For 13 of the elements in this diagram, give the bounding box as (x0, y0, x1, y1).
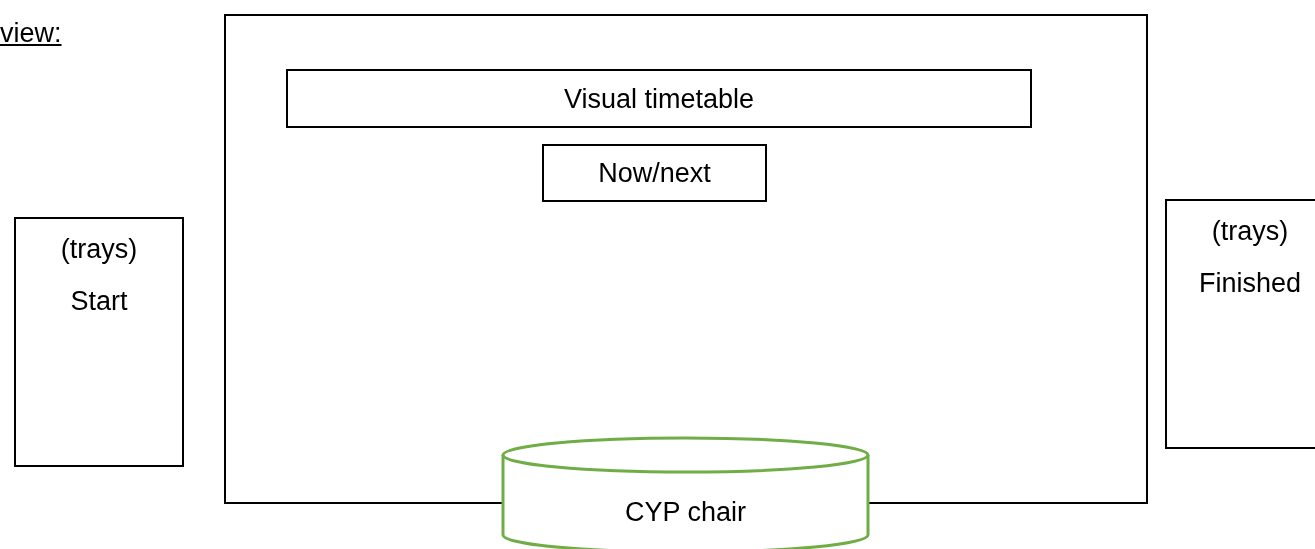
now-next-box (542, 144, 767, 202)
tray-box (14, 217, 184, 467)
timetable-box (286, 69, 1032, 128)
chair-cylinder (502, 438, 869, 549)
tray-box (1165, 199, 1315, 449)
box-label: Finished (1198, 267, 1302, 299)
box-label: Start (70, 285, 128, 317)
box-label: Visual timetable (563, 82, 755, 115)
box-label: Now/next (598, 157, 711, 189)
box-label: (trays) (60, 233, 138, 265)
heading-text: view: (0, 18, 62, 49)
box-label: (trays) (1211, 215, 1289, 247)
box-label: CYP chair (624, 496, 747, 528)
